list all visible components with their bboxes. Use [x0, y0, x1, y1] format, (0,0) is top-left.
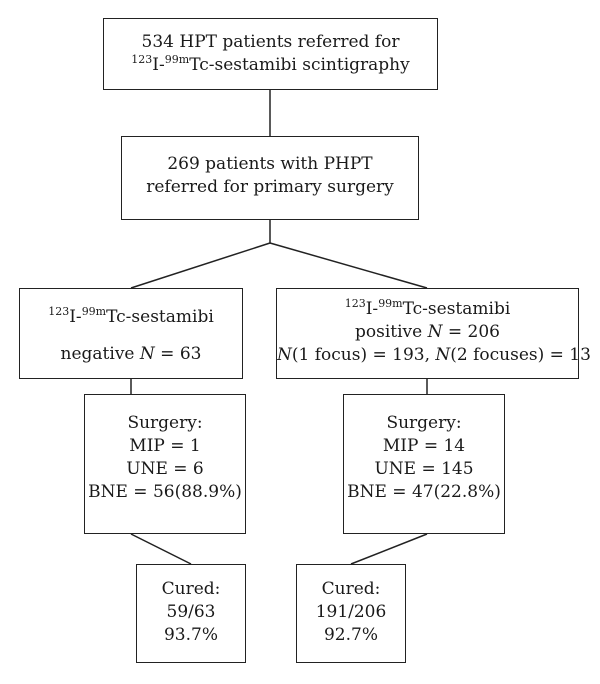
negative-tracer-line: 123I-99mTc-sestamibi — [20, 306, 242, 329]
surgery-positive-box: Surgery: MIP = 14 UNE = 145 BNE = 47(22.… — [343, 394, 505, 534]
surgery-bne: BNE = 56(88.9%) — [88, 482, 242, 502]
tracer-name: Tc-sestamibi — [106, 307, 214, 327]
sestamibi-positive-box: 123I-99mTc-sestamibi positive N = 206 N(… — [276, 288, 591, 379]
phpt-patients-box: 269 patients with PHPT referred for prim… — [121, 136, 419, 220]
spacer — [20, 329, 242, 343]
iodine-symbol: I- — [152, 55, 165, 75]
tracer-name: Tc-sestamibi scintigraphy — [189, 55, 410, 75]
isotope-mass-99m: 99m — [164, 53, 190, 66]
cured-title: Cured: — [161, 579, 221, 599]
isotope-mass-123: 123 — [131, 53, 153, 66]
connector-branch-right — [269, 242, 428, 289]
one-focus-count: (1 focus) = 193, — [291, 345, 436, 365]
negative-label: negative — [60, 344, 135, 364]
hpt-referrals-line2: 123I-99mTc-sestamibi scintigraphy — [104, 54, 437, 77]
n-symbol: N — [435, 345, 451, 365]
positive-label: positive — [355, 322, 423, 342]
surgery-une: UNE = 145 — [374, 459, 474, 479]
cured-ratio: 191/206 — [315, 602, 387, 622]
isotope-mass-123: 123 — [48, 305, 70, 318]
positive-foci-line: N(1 focus) = 193, N(2 focuses) = 13 — [277, 344, 591, 367]
two-focuses-count: (2 focuses) = 13 — [450, 345, 591, 365]
n-symbol: N — [427, 322, 443, 342]
cured-percent: 92.7% — [323, 625, 378, 645]
negative-n-value: = 63 — [154, 344, 202, 364]
surgery-negative-box: Surgery: MIP = 1 UNE = 6 BNE = 56(88.9%) — [84, 394, 246, 534]
cured-positive-box: Cured: 191/206 92.7% — [296, 564, 406, 663]
surgery-bne: BNE = 47(22.8%) — [347, 482, 501, 502]
positive-tracer-line: 123I-99mTc-sestamibi — [277, 298, 578, 321]
connector-surgery-right-to-cured — [350, 533, 428, 565]
n-symbol: N — [139, 344, 155, 364]
cured-negative-box: Cured: 59/63 93.7% — [136, 564, 246, 663]
surgery-title: Surgery: — [127, 413, 203, 433]
connector-surgery-left-to-cured — [130, 533, 192, 565]
cured-ratio: 59/63 — [166, 602, 216, 622]
surgery-une: UNE = 6 — [126, 459, 204, 479]
phpt-line1: 269 patients with PHPT — [167, 154, 373, 174]
connector-branch-left — [130, 242, 271, 289]
sestamibi-negative-box: 123I-99mTc-sestamibi negative N = 63 — [19, 288, 243, 379]
isotope-mass-123: 123 — [344, 297, 366, 310]
phpt-line2: referred for primary surgery — [146, 177, 394, 197]
positive-n-value: = 206 — [442, 322, 500, 342]
surgery-mip: MIP = 14 — [382, 436, 466, 456]
iodine-symbol: I- — [365, 299, 379, 319]
surgery-title: Surgery: — [386, 413, 462, 433]
surgery-mip: MIP = 1 — [129, 436, 201, 456]
hpt-referrals-box: 534 HPT patients referred for 123I-99mTc… — [103, 18, 438, 90]
tracer-name: Tc-sestamibi — [402, 299, 511, 319]
iodine-symbol: I- — [69, 307, 82, 327]
cured-percent: 93.7% — [163, 625, 218, 645]
negative-count-line: negative N = 63 — [20, 343, 242, 366]
positive-count-line: positive N = 206 — [277, 321, 578, 344]
hpt-referrals-line1: 534 HPT patients referred for — [141, 32, 400, 52]
cured-title: Cured: — [321, 579, 381, 599]
isotope-mass-99m: 99m — [378, 297, 403, 310]
isotope-mass-99m: 99m — [81, 305, 107, 318]
n-symbol: N — [277, 345, 292, 365]
